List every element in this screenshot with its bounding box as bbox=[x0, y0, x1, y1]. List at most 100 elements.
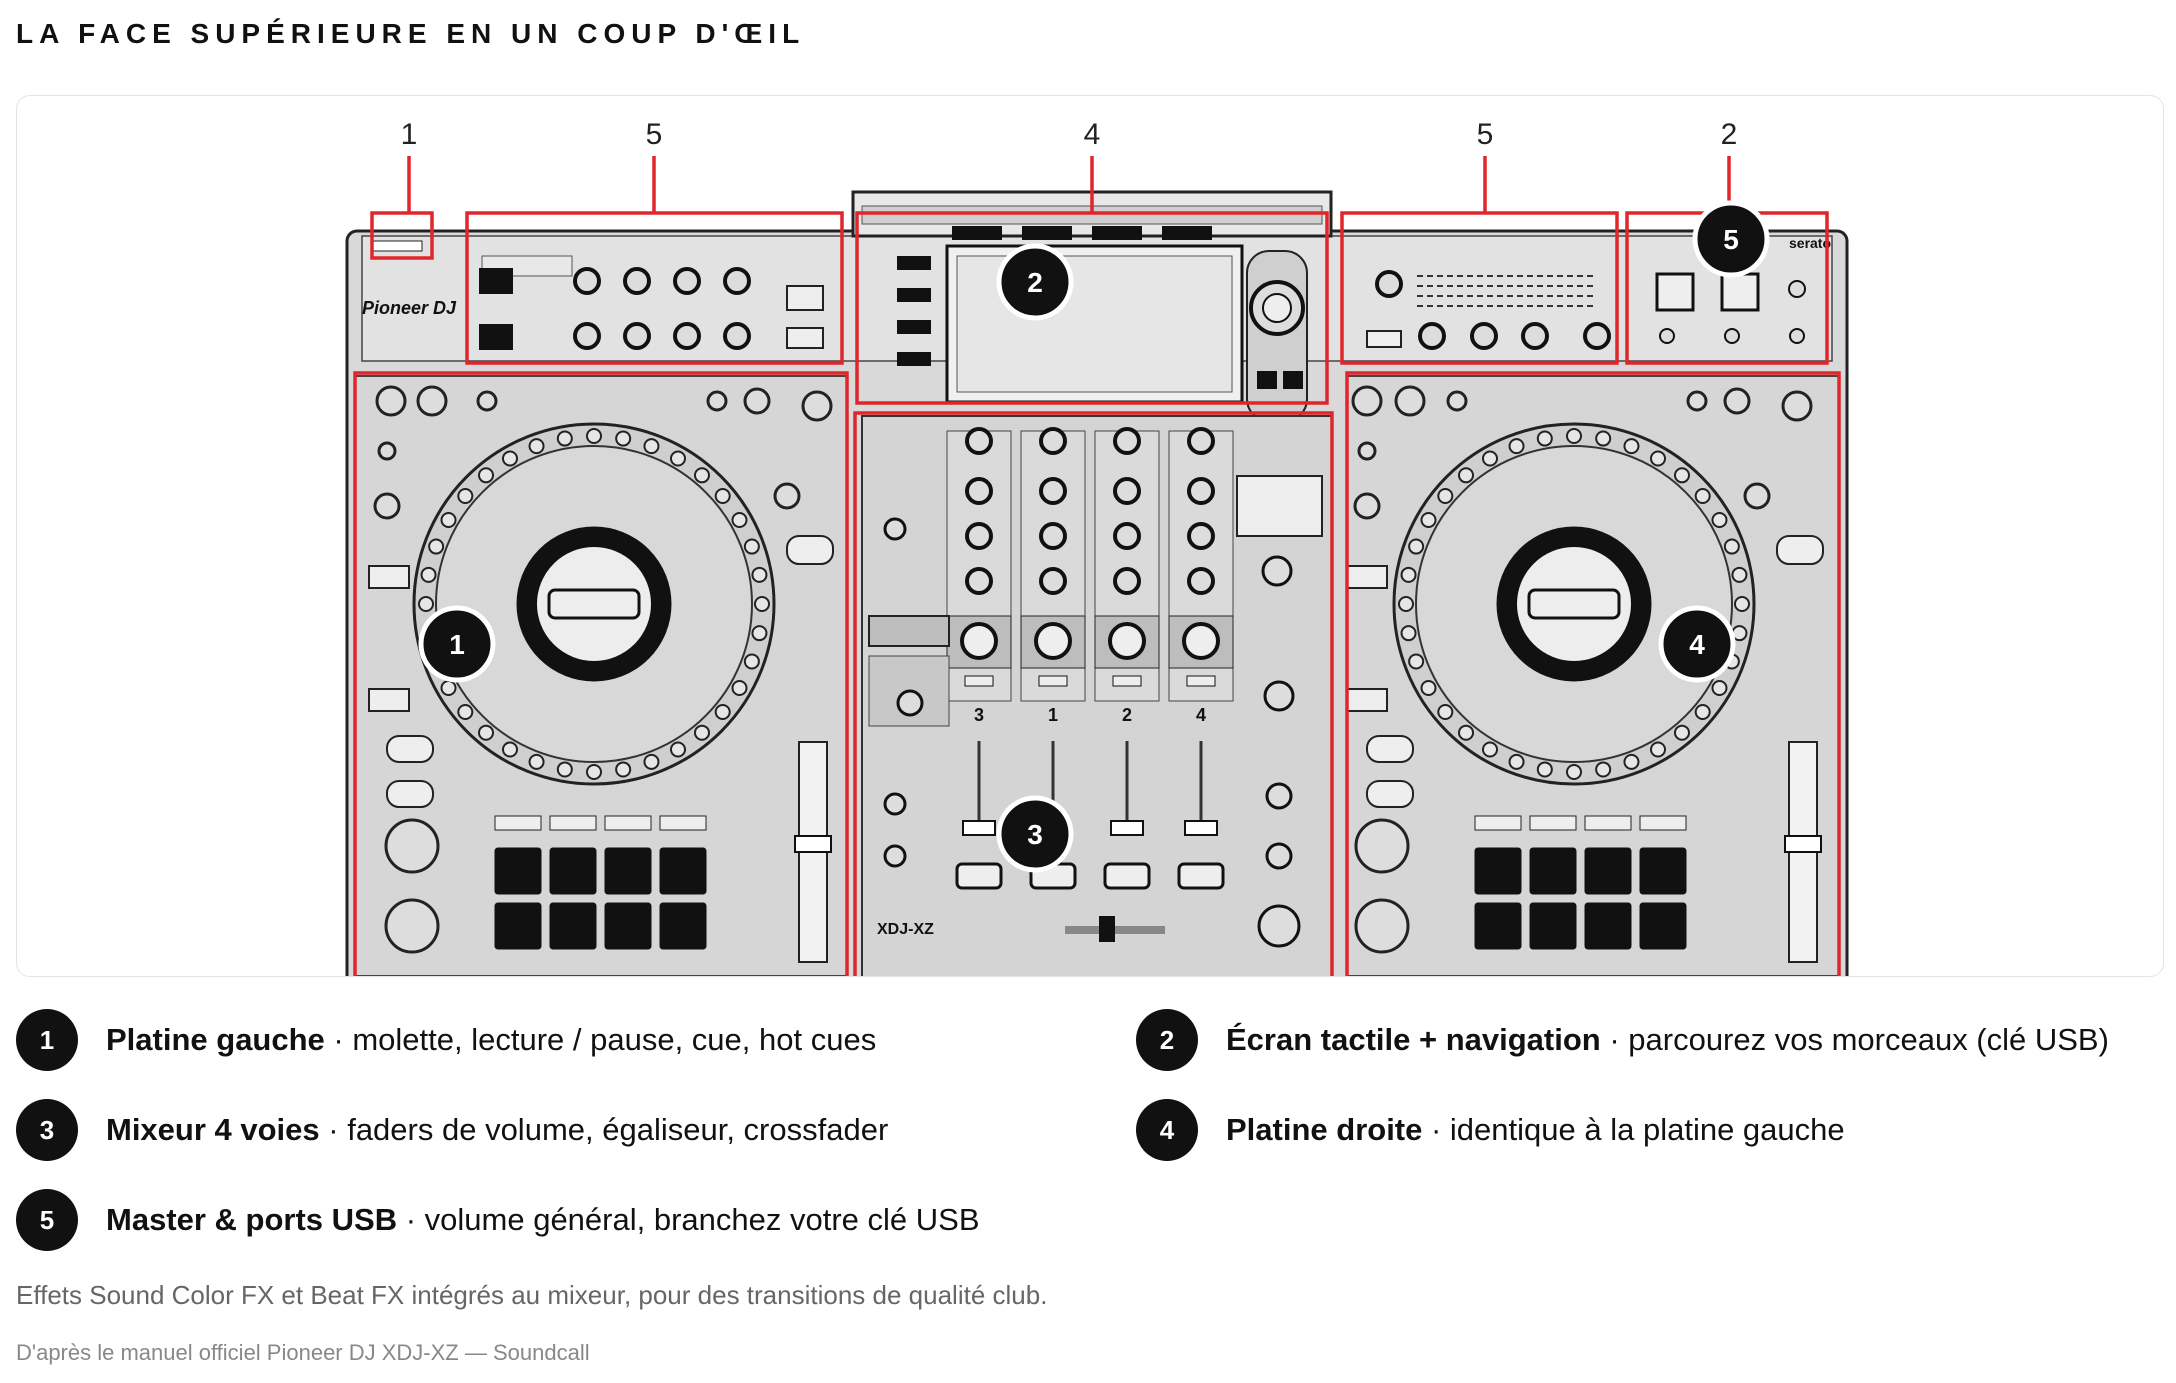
eq-knob bbox=[1039, 522, 1067, 550]
jog-ring-light bbox=[643, 438, 660, 455]
jog-ring-light bbox=[1408, 538, 1425, 555]
master-section bbox=[1366, 270, 1806, 350]
mic-knob bbox=[723, 322, 751, 350]
jog-ring-light bbox=[1650, 741, 1666, 758]
jog-ring-light bbox=[1623, 753, 1640, 770]
performance-pad bbox=[1474, 902, 1522, 950]
mic-section bbox=[371, 240, 824, 350]
legend-item: 2 Écran tactile + navigation · parcourez… bbox=[1136, 1005, 2109, 1075]
pad-mode-button bbox=[1529, 815, 1577, 831]
jog-ring-light bbox=[1694, 488, 1711, 505]
master-knob bbox=[1583, 322, 1611, 350]
jog-ring-light bbox=[528, 753, 545, 770]
jog-ring-light bbox=[1508, 438, 1525, 455]
jog-ring-right bbox=[1398, 428, 1750, 780]
crossfader-assign-switch bbox=[1103, 862, 1151, 890]
performance-pad bbox=[1639, 847, 1687, 895]
legend-title: Platine gauche bbox=[106, 1022, 325, 1057]
jog-ring-light bbox=[502, 741, 518, 758]
legend: 1 Platine gauche · molette, lecture / pa… bbox=[16, 1005, 2166, 1275]
performance-pad bbox=[494, 902, 542, 950]
jog-ring-light bbox=[714, 488, 731, 505]
jog-ring-light bbox=[1650, 450, 1666, 467]
jog-ring-light bbox=[478, 467, 495, 484]
channel-number: 2 bbox=[1122, 705, 1132, 725]
eq-knob bbox=[1113, 522, 1141, 550]
screen-mode-button bbox=[952, 226, 1002, 240]
performance-pad bbox=[549, 902, 597, 950]
performance-pad bbox=[1474, 847, 1522, 895]
jog-ring-light bbox=[1458, 724, 1475, 741]
jog-ring-light bbox=[751, 566, 768, 583]
highlight-box bbox=[1345, 371, 1841, 976]
color-knob bbox=[1182, 622, 1220, 660]
color-knob bbox=[1034, 622, 1072, 660]
performance-pad bbox=[549, 847, 597, 895]
legend-number-badge: 4 bbox=[1136, 1099, 1198, 1161]
highlight-box bbox=[1340, 211, 1619, 365]
browse-button bbox=[897, 352, 931, 366]
jog-ring-light bbox=[586, 428, 602, 444]
jog-ring-light bbox=[615, 761, 632, 778]
callout-badge-number: 5 bbox=[1723, 224, 1739, 255]
callout-badge bbox=[996, 795, 1074, 873]
color-knob bbox=[960, 622, 998, 660]
channel-fader-cap bbox=[962, 820, 996, 836]
browse-button bbox=[897, 256, 931, 270]
jog-ring-light bbox=[1673, 467, 1690, 484]
screen-section bbox=[897, 226, 1308, 422]
jog-ring-light bbox=[440, 680, 457, 696]
mic-knob bbox=[573, 322, 601, 350]
top-callout-number: 4 bbox=[1084, 118, 1101, 151]
legend-title: Mixeur 4 voies bbox=[106, 1112, 320, 1147]
jog-ring-light bbox=[528, 438, 545, 455]
jog-ring-light bbox=[731, 512, 748, 528]
master-out-knob bbox=[1788, 280, 1806, 298]
mic-knob bbox=[723, 267, 751, 295]
eq-knob bbox=[1187, 477, 1215, 505]
eq-knob bbox=[1187, 567, 1215, 595]
eq-knob bbox=[1187, 427, 1215, 455]
callout-badge-number: 2 bbox=[1027, 267, 1043, 298]
performance-pad bbox=[1529, 847, 1577, 895]
jog-ring-light bbox=[478, 724, 495, 741]
jog-ring-light bbox=[1437, 488, 1454, 505]
screen-mode-button bbox=[1092, 226, 1142, 240]
channel-fader-cap bbox=[1110, 820, 1144, 836]
eq-knob bbox=[1113, 477, 1141, 505]
jog-ring-light bbox=[1482, 450, 1498, 467]
jog-ring-light bbox=[1420, 680, 1437, 696]
pads-left bbox=[494, 815, 707, 950]
jog-ring-light bbox=[1723, 538, 1740, 555]
callout-badge bbox=[418, 605, 496, 683]
channel-number: 1 bbox=[1048, 705, 1058, 725]
performance-pad bbox=[659, 847, 707, 895]
pad-mode-button bbox=[659, 815, 707, 831]
channel-fader-cap bbox=[1184, 820, 1218, 836]
jog-ring-light bbox=[428, 538, 445, 555]
eq-knob bbox=[1039, 567, 1067, 595]
jog-ring-light bbox=[556, 761, 573, 778]
jog-ring-light bbox=[1536, 761, 1553, 778]
legend-description: · faders de volume, égaliseur, crossfade… bbox=[319, 1112, 889, 1147]
mic-knob bbox=[623, 267, 651, 295]
cue-button bbox=[1112, 675, 1142, 687]
legend-number-badge: 3 bbox=[16, 1099, 78, 1161]
jog-ring-light bbox=[1595, 761, 1612, 778]
eq-knob bbox=[965, 567, 993, 595]
eq-knob bbox=[1113, 427, 1141, 455]
jog-ring-light bbox=[1482, 741, 1498, 758]
master-knob bbox=[1375, 270, 1403, 298]
pad-mode-button bbox=[1474, 815, 1522, 831]
jog-ring-light bbox=[1536, 430, 1553, 447]
jog-ring-light bbox=[643, 753, 660, 770]
callout-badge-number: 1 bbox=[449, 629, 465, 660]
legend-title: Platine droite bbox=[1226, 1112, 1423, 1147]
jog-ring-light bbox=[743, 653, 760, 670]
jog-ring-light bbox=[1400, 566, 1417, 583]
legend-description: · parcourez vos morceaux (clé USB) bbox=[1600, 1022, 2109, 1057]
jog-ring-light bbox=[1420, 512, 1437, 528]
jog-ring-light bbox=[670, 450, 686, 467]
jog-ring-light bbox=[1694, 703, 1711, 720]
